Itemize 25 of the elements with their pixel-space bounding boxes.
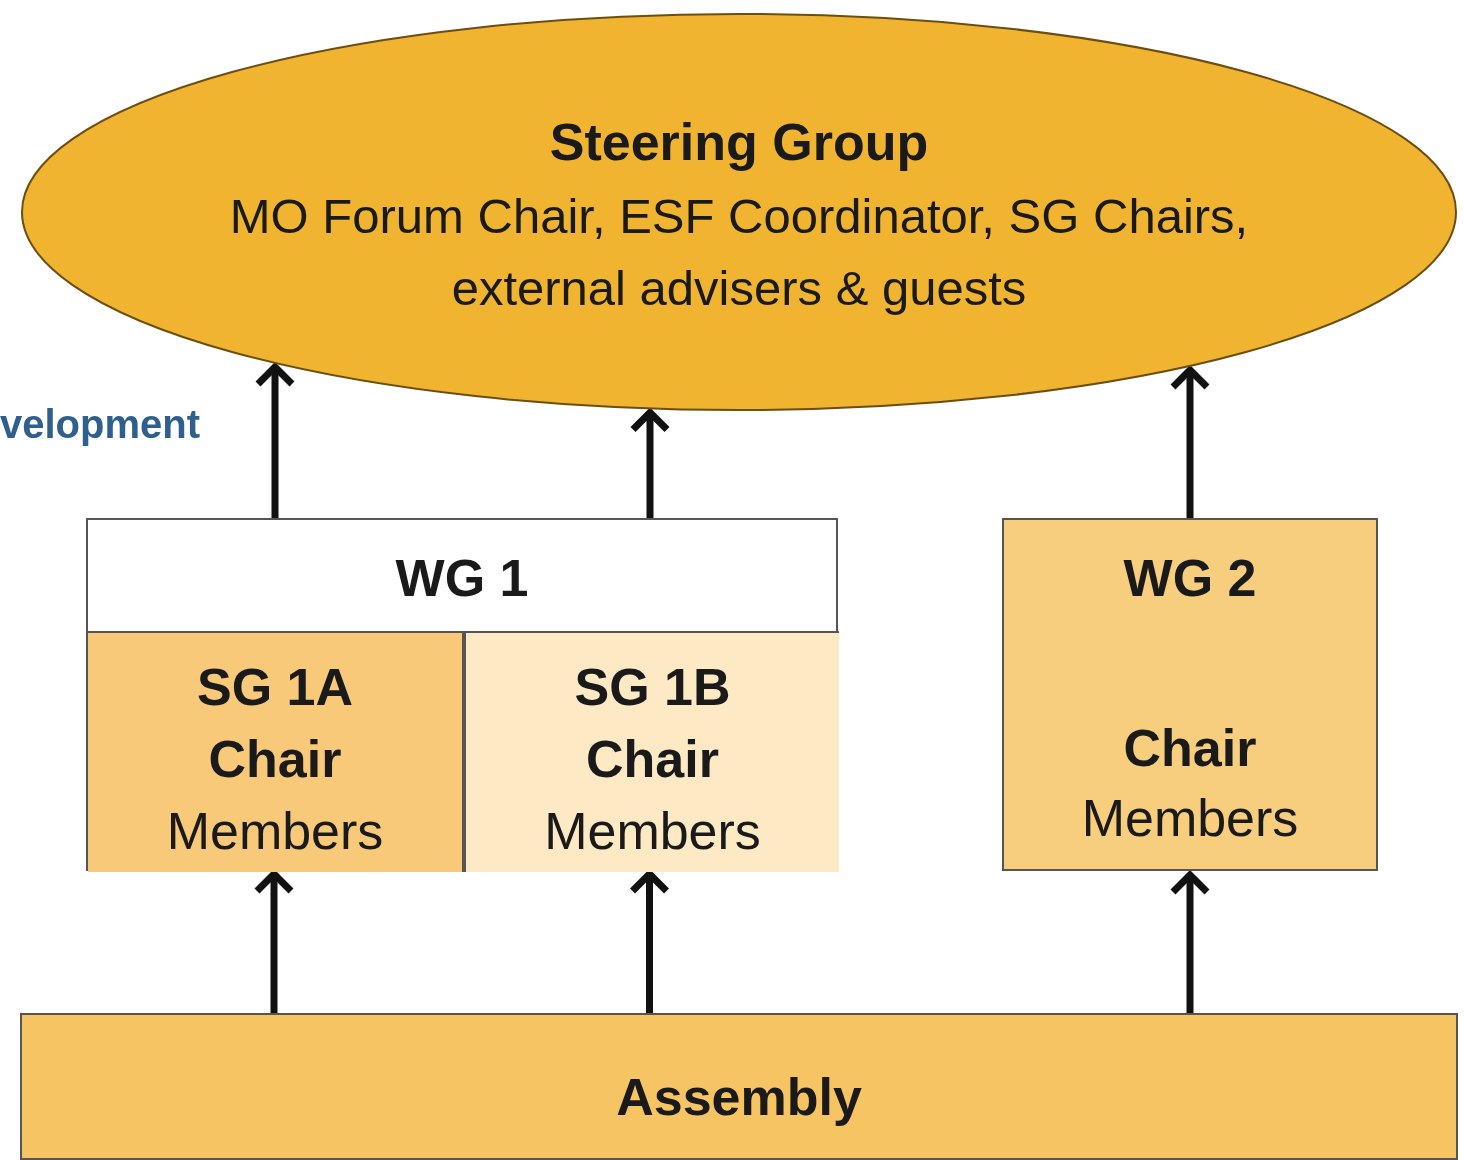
arrow [253,870,295,1013]
arrow [629,870,670,1013]
group-heading: WG 2 [1122,548,1258,608]
group-text: MO Forum Chair, ESF Coordinator, SG Chairs, external advisers & guests [228,188,1250,317]
group-text: Members [1080,788,1300,849]
assembly-box [20,1013,1458,1160]
group-heading: Steering Group [548,112,930,173]
group-text: Chair [585,729,720,790]
group-text: Chair [1122,718,1258,779]
group-heading: SG 1B [573,657,732,718]
subgroup-box [464,631,839,872]
group-text: Members [543,801,762,862]
group-text: Members [165,801,385,862]
group-heading: WG 1 [394,548,530,608]
arrow [629,408,671,518]
arrow [1169,366,1211,518]
working-group-box [86,518,838,871]
arrow [1169,871,1211,1013]
group-heading: SG 1A [195,657,355,718]
arrow [254,363,296,518]
cut-off-heading: velopment [0,402,201,447]
group-heading: Assembly [615,1067,863,1128]
subgroup-box [88,631,464,872]
working-group-box [1002,518,1378,871]
group-text: Chair [207,729,343,790]
